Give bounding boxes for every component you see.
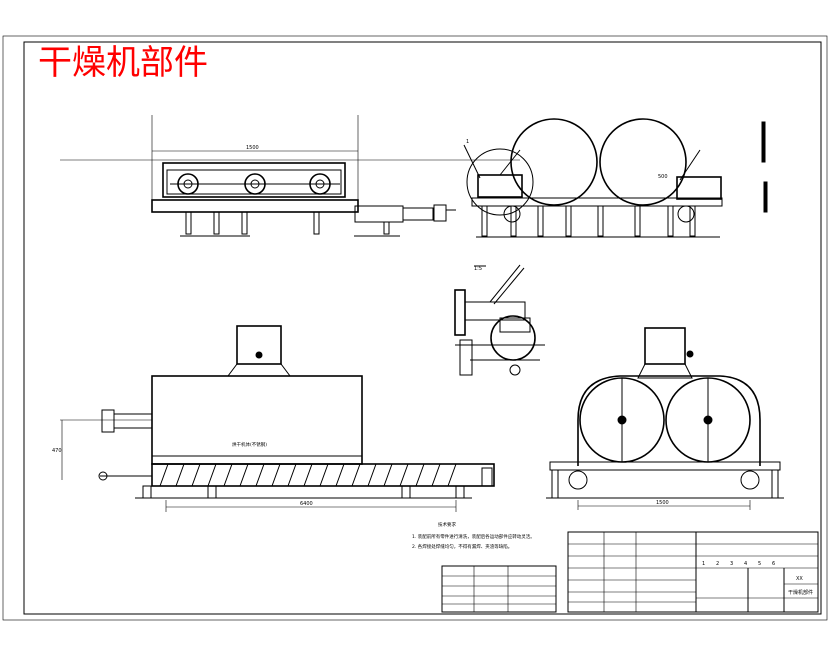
end-dimension: 500 — [658, 174, 668, 180]
technical-requirements: 技术要求 1. 装配前所有零件进行清洗，装配后各运动部件应转动灵活。 2. 各焊… — [412, 521, 535, 550]
tech-line-2: 2. 各焊接处焊缝均匀，不得有漏焊、夹渣等缺陷。 — [412, 543, 512, 550]
tech-heading: 技术要求 — [438, 521, 456, 528]
detail-scale: 1:5 — [474, 266, 482, 272]
detail-view: 1:5 — [454, 264, 545, 376]
side-dimension: 1500 — [246, 145, 259, 151]
scale-cell-1: 1 — [702, 561, 705, 567]
scale-cell-6: 6 — [772, 561, 775, 567]
tech-line-1: 1. 装配前所有零件进行清洗，装配后各运动部件应转动灵活。 — [412, 533, 535, 540]
height-dimension: 470 — [52, 448, 62, 454]
end-bottom-dimension: 1500 — [656, 500, 669, 506]
front-dimension: 6400 — [300, 501, 313, 507]
drawing-title: 干燥机部件 — [38, 43, 208, 83]
parts-list-middle — [567, 531, 697, 613]
body-label: 烘干机体(不锈钢) — [232, 441, 267, 448]
title-block-name: 干燥机部件 — [788, 589, 813, 596]
scale-cell-4: 4 — [744, 561, 747, 567]
scale-cell-3: 3 — [730, 561, 733, 567]
scale-cell-5: 5 — [758, 561, 761, 567]
title-block-code: XX — [796, 576, 803, 582]
end-view-bottom: 1500 — [546, 327, 784, 510]
end-view-top: 1 500 — [463, 118, 768, 238]
inner-border — [23, 41, 822, 615]
parts-list-left — [441, 565, 557, 613]
scale-cell-2: 2 — [716, 561, 719, 567]
outer-border — [2, 35, 828, 621]
side-view: 1500 — [60, 115, 520, 237]
title-block: XX 干燥机部件 1 2 3 4 5 6 — [695, 531, 819, 613]
front-view: 烘干机体(不锈钢) 470 6400 — [52, 325, 495, 512]
leader-label: 1 — [466, 139, 469, 145]
